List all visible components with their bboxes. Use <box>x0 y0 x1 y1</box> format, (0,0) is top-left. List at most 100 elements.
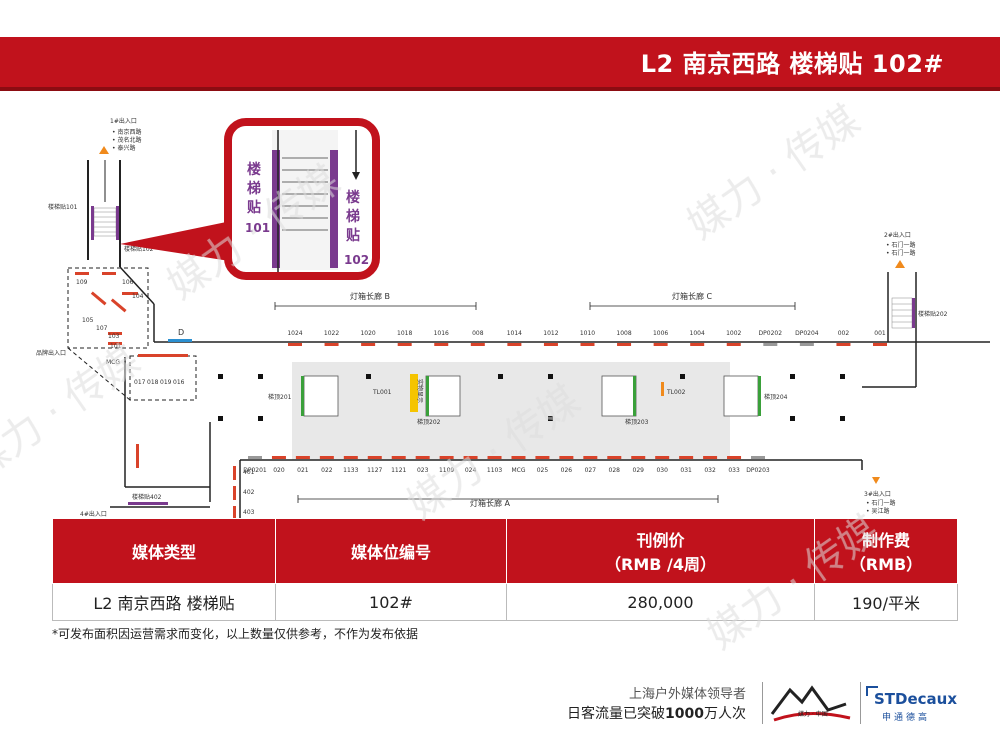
top-code-label: 1008 <box>616 330 631 337</box>
stdecaux-logo: STDecaux <box>874 690 958 708</box>
exit-1-street-2: • 茂名北路 <box>112 136 141 144</box>
code-018: 018 <box>147 379 159 386</box>
top-code-label: 001 <box>874 330 886 337</box>
stair-204-label: 梯顶204 <box>764 393 788 401</box>
svg-text:梯: 梯 <box>346 208 360 225</box>
exit-3-street-1: • 石门一路 <box>866 499 895 507</box>
top-code-label: 1022 <box>324 330 339 337</box>
platform: 实物显示 梯顶201 梯顶202 梯顶203 梯顶204 TL001 TL002 <box>268 362 788 460</box>
slogan-leader: 上海户外媒体领导者 <box>628 687 746 702</box>
stair-102-label: 楼梯贴102 <box>124 245 154 253</box>
stair-402-label: 楼梯贴402 <box>132 493 162 501</box>
page-title: L2 南京西路 楼梯贴 102# <box>640 50 944 78</box>
bottom-lightbox-mark <box>727 456 742 459</box>
bottom-lightbox-mark <box>631 456 646 459</box>
bottom-code-label: 023 <box>417 467 429 474</box>
top-code-label: 1010 <box>580 330 595 337</box>
top-code-label: DP0204 <box>795 330 819 337</box>
footer-divider <box>762 682 763 724</box>
bottom-lightbox-mark <box>655 456 670 459</box>
code-106: 106 <box>122 279 134 286</box>
top-lightbox-mark <box>836 343 851 346</box>
top-code-label: 1006 <box>653 330 668 337</box>
bottom-code-label: 029 <box>633 467 645 474</box>
slogan-traffic-post: 万人次 <box>704 706 746 722</box>
exit-4-label: 4#出入口 <box>80 510 107 518</box>
callout-zoom: 楼 梯 贴 101 楼 梯 贴 102 <box>120 118 380 280</box>
cell-price: 280,000 <box>506 583 815 621</box>
bottom-code-label: DP0201 <box>243 467 267 474</box>
media-price-table: 媒体类型 媒体位编号 刊例价 （RMB /4周） 制作费 （RMB） L2 南京… <box>52 518 958 621</box>
top-lightbox-mark <box>799 343 814 346</box>
exit-2-arrow-icon <box>895 260 905 268</box>
exit-3-arrow-icon <box>872 477 880 484</box>
exit-3-street-2: • 吴江路 <box>866 507 889 515</box>
bottom-code-label: 020 <box>273 467 285 474</box>
bottom-code-label: 028 <box>609 467 621 474</box>
cell-media-type: L2 南京西路 楼梯贴 <box>52 583 276 621</box>
bottom-code-label: DP0203 <box>746 467 770 474</box>
code-401: 401 <box>243 469 255 476</box>
top-lightbox-mark <box>653 343 668 346</box>
bottom-lightbox-mark <box>295 456 310 459</box>
code-105: 105 <box>82 317 94 324</box>
station-floor-plan: 1#出入口 • 南京西路 • 茂名北路 • 泰兴路 楼梯贴101 楼梯贴102 <box>36 117 990 520</box>
top-code-label: 1016 <box>434 330 449 337</box>
header-production-fee: 制作费 （RMB） <box>814 518 958 584</box>
bottom-code-label: 025 <box>537 467 549 474</box>
bottom-code-label: 021 <box>297 467 309 474</box>
code-104: 104 <box>132 293 144 300</box>
footer-divider-2 <box>860 682 861 724</box>
bottom-lightbox-mark <box>487 456 502 459</box>
top-lightbox-mark <box>361 343 376 346</box>
code-mcg: MCG <box>106 359 120 366</box>
bottom-lightbox-mark <box>415 456 430 459</box>
bottom-lightbox-mark <box>391 456 406 459</box>
bottom-code-label: 022 <box>321 467 333 474</box>
stair-202-label: 梯顶202 <box>417 418 441 426</box>
code-107: 107 <box>96 325 108 332</box>
header-price: 刊例价 （RMB /4周） <box>506 518 815 584</box>
bottom-code-label: 1133 <box>343 467 358 474</box>
bottom-code-label: 1109 <box>439 467 454 474</box>
exit-1-street-1: • 南京西路 <box>112 128 141 136</box>
bottom-code-label: 033 <box>728 467 740 474</box>
bottom-lightbox-mark <box>679 456 694 459</box>
svg-text:贴: 贴 <box>346 227 360 244</box>
meili-logo-text: 媒力 · 中国 <box>798 710 828 718</box>
bottom-lightbox-mark <box>535 456 550 459</box>
top-lightbox-mark <box>288 343 302 346</box>
top-code-label: 002 <box>838 330 850 337</box>
code-d: D <box>178 328 184 337</box>
exit-2-label: 2#出入口 <box>884 231 911 239</box>
bottom-code-label: 024 <box>465 467 477 474</box>
top-lightbox-mark <box>434 343 449 346</box>
table-row: L2 南京西路 楼梯贴 102# 280,000 190/平米 <box>52 583 958 621</box>
stair-203-label: 梯顶203 <box>625 418 649 426</box>
code-402: 402 <box>243 489 255 496</box>
corridor-b-label: 灯箱长廊 B <box>350 291 390 301</box>
code-101: 101 <box>110 343 122 350</box>
code-109: 109 <box>76 279 88 286</box>
bottom-lightbox-mark <box>343 456 358 459</box>
bottom-lightbox-mark <box>439 456 454 459</box>
exit-3-label: 3#出入口 <box>864 490 891 498</box>
disclaimer-note: *可发布面积因运营需求而变化，以上数量仅供参考，不作为发布依据 <box>52 627 419 641</box>
bottom-code-label: MCG <box>511 467 525 474</box>
svg-text:101: 101 <box>245 221 270 235</box>
slogan-traffic-pre: 日客流量已突破 <box>567 706 666 722</box>
tl002-label: TL002 <box>666 389 686 396</box>
table-header-row: 媒体类型 媒体位编号 刊例价 （RMB /4周） 制作费 （RMB） <box>52 518 958 584</box>
top-lightbox-mark <box>617 343 632 346</box>
display-label: 实物显示 <box>416 379 424 403</box>
header-bar <box>0 37 1000 87</box>
top-code-label: 008 <box>472 330 484 337</box>
bottom-lightbox-mark <box>751 456 765 459</box>
bottom-lightbox-mark <box>703 456 718 459</box>
top-lightbox-mark <box>324 343 339 346</box>
top-lightbox-mark <box>397 343 412 346</box>
code-017: 017 <box>134 379 146 386</box>
